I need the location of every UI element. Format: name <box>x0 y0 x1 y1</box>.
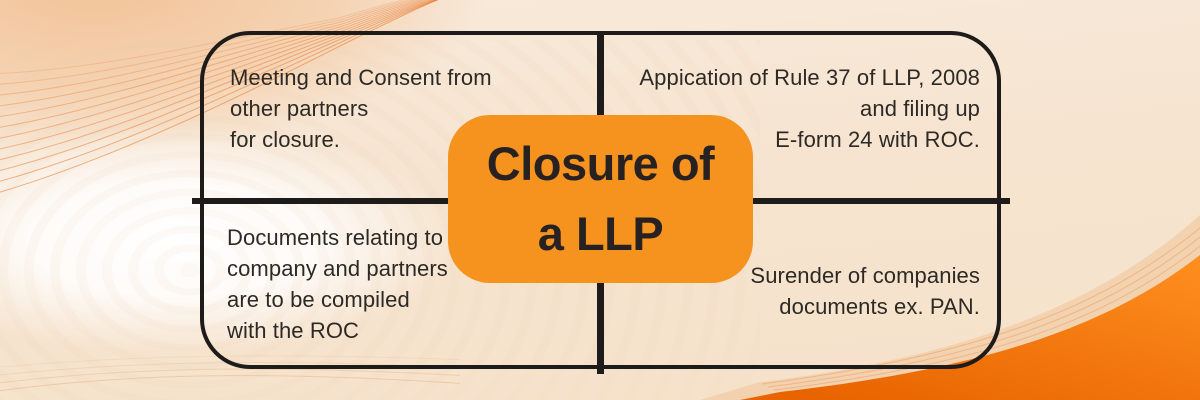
quadrant-top-left: Meeting and Consent from other partners … <box>230 62 492 155</box>
quadrant-bottom-left: Documents relating to company and partne… <box>227 222 448 346</box>
quadrant-line: Appication of Rule 37 of LLP, 2008 <box>639 65 980 90</box>
wave-decoration-bottom-left <box>0 355 460 392</box>
title-line: Closure of <box>486 137 715 190</box>
quadrant-line: company and partners <box>227 256 448 281</box>
title-line: a LLP <box>537 207 664 260</box>
center-title-card: Closure of a LLP <box>448 115 753 283</box>
quadrant-line: with the ROC <box>227 318 360 343</box>
quadrant-line: other partners <box>230 96 369 121</box>
quadrant-line: and filing up <box>860 96 980 121</box>
quadrant-line: documents ex. PAN. <box>779 294 980 319</box>
quadrant-line: for closure. <box>230 127 341 152</box>
quadrant-line: are to be compiled <box>227 287 410 312</box>
swoosh-decoration-bottom-right <box>700 215 1200 400</box>
quadrant-line: E-form 24 with ROC. <box>775 127 980 152</box>
quadrant-bottom-right: Surender of companies documents ex. PAN. <box>750 260 980 322</box>
quadrant-line: Documents relating to <box>227 225 444 250</box>
quadrant-line: Meeting and Consent from <box>230 65 492 90</box>
quadrant-top-right: Appication of Rule 37 of LLP, 2008 and f… <box>639 62 980 155</box>
quadrant-line: Surender of companies <box>750 263 980 288</box>
